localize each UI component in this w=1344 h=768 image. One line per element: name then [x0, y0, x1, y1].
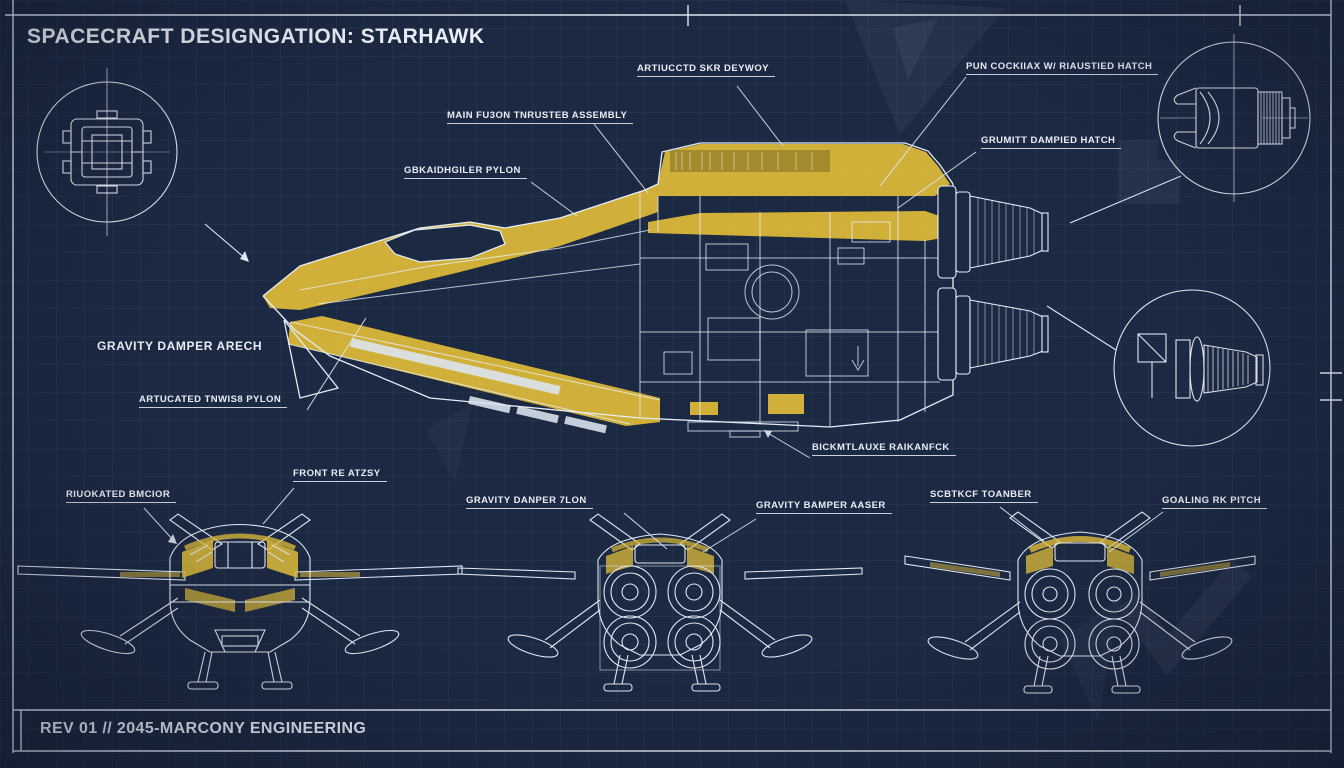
- callout-main-thruster: MAIN FU3ON TNRUSTEB ASSEMBLY: [447, 110, 634, 125]
- detail-circle-engine-nozzle: [1046, 289, 1271, 447]
- revision-note: REV 01 // 2045-MARCONY ENGINEERING: [40, 720, 367, 737]
- callout-leader-lines: [143, 76, 1164, 553]
- callout-sensor-array: ARTIUCCTD SKR DEYWOY: [637, 63, 775, 78]
- callout-damped-hatch: GRUMITT DAMPIED HATCH: [981, 135, 1122, 150]
- arrow-icon: [764, 430, 772, 438]
- detail-circle-front-coupler: [36, 68, 249, 262]
- side-view-yellow-panels: [263, 144, 983, 426]
- main-thruster-nozzles: [937, 185, 1049, 381]
- faint-background-shapes: [845, 0, 1252, 722]
- callout-right-view-a: SCBTKCF TOANBER: [930, 489, 1038, 504]
- callout-left-view-a: RIUOKATED BMCIOR: [66, 489, 177, 504]
- cockpit-canopy: [384, 224, 506, 263]
- callout-glider-pylon: GBKAIDHGILER PYLON: [404, 165, 527, 180]
- front-view-right: [904, 511, 1256, 694]
- side-view-top-block-band: [670, 150, 830, 172]
- callout-damper-arech: GRAVITY DAMPER ARECH: [97, 339, 263, 353]
- callout-left-view-b: FRONT RE ATZSY: [293, 468, 387, 483]
- sheet-frame: [5, 0, 1342, 753]
- ship-side-view: [262, 142, 1049, 438]
- front-view-center: [457, 513, 863, 692]
- arrow-icon: [240, 251, 249, 262]
- page-title: SPACECRAFT DESIGNGATION: STARHAWK: [27, 25, 485, 48]
- side-view-panel-lines: [287, 192, 950, 438]
- callout-right-view-b: GOALING RK PITCH: [1162, 495, 1268, 510]
- callout-cockpit-hatch: PUN COCKIIAX W/ RIAUSTIED HATCH: [966, 61, 1159, 76]
- arrow-icon: [168, 534, 177, 544]
- side-view-ladder-bars: [349, 338, 607, 434]
- callout-center-view-b: GRAVITY BAMPER AASER: [756, 500, 892, 515]
- detail-circle-cockpit-hatch: [1069, 34, 1311, 224]
- front-view-left: [17, 513, 463, 690]
- callout-thrust-pylon: ARTUCATED TNWIS8 PYLON: [139, 394, 288, 409]
- callout-center-view-a: GRAVITY DANPER 7LON: [466, 495, 593, 510]
- nozzle-ribs: [977, 198, 1035, 366]
- top-block-barcode: [675, 152, 813, 170]
- callout-rear-rakanfor: BICKMTLAUXE RAIKANFCK: [812, 442, 956, 457]
